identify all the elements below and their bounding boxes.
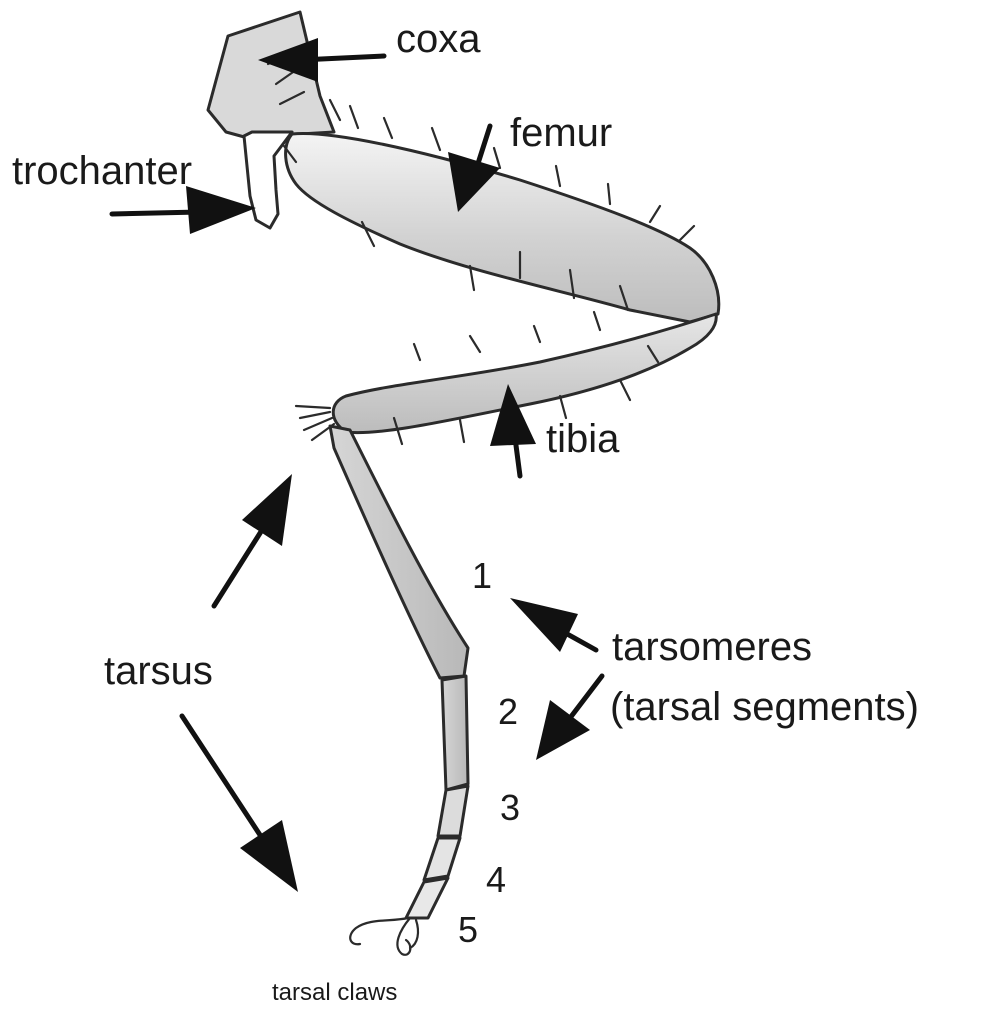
label-tibia: tibia xyxy=(546,417,620,461)
tarsomere-number-4: 4 xyxy=(486,859,506,900)
tarsomere-5 xyxy=(406,878,448,918)
tarsomere-number-5: 5 xyxy=(458,909,478,950)
arrow-tarsus-down xyxy=(182,716,298,892)
label-tarsus: tarsus xyxy=(104,649,213,693)
tarsomere-number-1: 1 xyxy=(472,555,492,596)
label-tarsal-claws: tarsal claws xyxy=(272,979,397,1006)
tarsomere-number-3: 3 xyxy=(500,787,520,828)
arrow-tarsomeres-2 xyxy=(536,676,602,760)
label-trochanter: trochanter xyxy=(12,149,192,193)
tarsal-claws xyxy=(350,918,418,955)
label-tarsal-segments: (tarsal segments) xyxy=(610,685,919,729)
tarsomere-number-2: 2 xyxy=(498,691,518,732)
label-femur: femur xyxy=(510,111,612,155)
tarsomere-4 xyxy=(424,838,460,880)
label-tarsomeres: tarsomeres xyxy=(612,625,812,669)
tarsomere-3 xyxy=(438,786,468,836)
arrow-tarsomeres-1 xyxy=(510,598,596,652)
femur-segment xyxy=(284,100,719,322)
arrow-trochanter xyxy=(112,186,256,234)
tarsomere-1 xyxy=(330,426,468,678)
label-coxa: coxa xyxy=(396,17,481,61)
tarsomere-2 xyxy=(442,676,468,790)
arrow-tarsus-up xyxy=(214,474,292,606)
